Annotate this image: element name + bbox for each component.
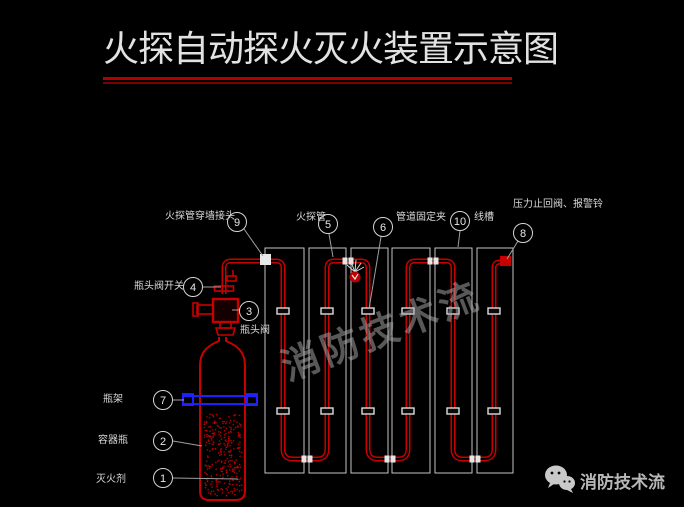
label-container-bottle: 容器瓶	[98, 435, 128, 446]
wire-duct-panels	[265, 248, 513, 473]
label-check-valve: 压力止回阀、报警铃	[513, 199, 603, 210]
callout-8: 8	[513, 223, 533, 243]
callout-6: 6	[373, 217, 393, 237]
label-detection-tube: 火探管	[296, 212, 326, 223]
brand-name: 消防技术流	[580, 468, 665, 493]
label-pipe-clip: 管道固定夹	[396, 212, 446, 223]
label-bracket: 瓶架	[103, 394, 123, 405]
wechat-icon	[543, 464, 577, 494]
callout-2: 2	[153, 431, 173, 451]
label-wall-connector: 火探管穿墙接头	[165, 211, 235, 222]
label-valve-switch: 瓶头阀开关	[134, 281, 184, 292]
fire-detection-tube	[224, 261, 504, 459]
callout-3: 3	[239, 301, 259, 321]
end-fitting	[500, 256, 511, 266]
label-wire-duct: 线槽	[474, 212, 494, 223]
bottom-margin	[0, 507, 684, 518]
label-head-valve: 瓶头阀	[240, 325, 270, 336]
cylinder-body	[200, 337, 245, 500]
callout-4: 4	[183, 277, 203, 297]
callout-10: 10	[450, 211, 470, 231]
callout-1: 1	[153, 468, 173, 488]
label-agent: 灭火剂	[96, 474, 126, 485]
wall-through-connector	[260, 254, 271, 265]
agent-fill-speckles	[203, 413, 242, 496]
callout-7: 7	[153, 390, 173, 410]
